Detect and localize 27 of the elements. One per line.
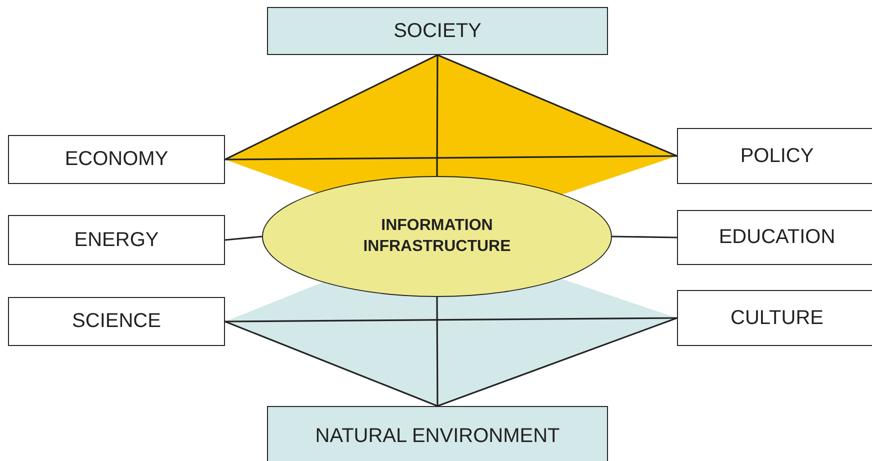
category-box: [8, 297, 225, 346]
node-label: SCIENCE: [72, 310, 161, 333]
connector-line: [225, 155, 677, 160]
connector-line: [224, 320, 438, 407]
node-label: EDUCATION: [718, 226, 836, 249]
node-label: NATURAL ENVIRONMENT: [315, 424, 560, 448]
connector-line: [224, 236, 262, 241]
category-box: [677, 290, 872, 346]
category-box: [267, 7, 608, 55]
node-label: POLICY: [740, 144, 814, 168]
node-label: ECONOMY: [64, 148, 168, 171]
category-box: [677, 128, 872, 184]
connector-line: [436, 55, 438, 176]
node-label: INFORMATION INFRASTRUCTURE: [362, 216, 512, 256]
category-box: [8, 215, 225, 265]
node-label: ENERGY: [74, 228, 159, 252]
category-box: [677, 210, 872, 265]
connector-line: [437, 54, 678, 157]
category-box: [8, 135, 225, 184]
category-box: [267, 406, 608, 461]
connector-line: [224, 54, 438, 160]
node-label: CULTURE: [730, 306, 824, 330]
node-label: SOCIETY: [394, 20, 482, 42]
connector-line: [436, 297, 438, 406]
connector-line: [612, 236, 678, 238]
connector-line: [225, 317, 677, 322]
connector-line: [437, 317, 678, 407]
